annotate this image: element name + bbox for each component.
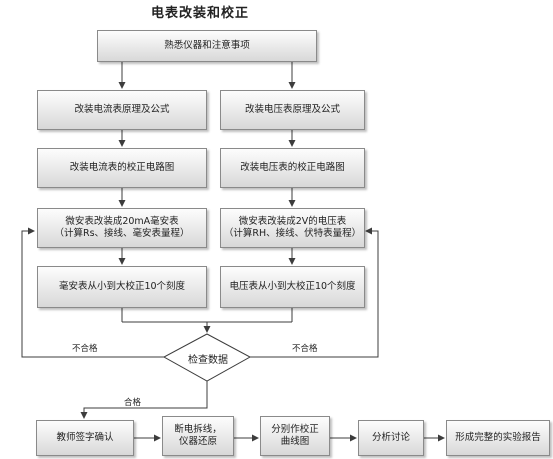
bottom-step-4: 分析讨论 [358, 420, 424, 456]
left-step-2: 改装电流表的校正电路图 [37, 148, 207, 188]
right-step-1: 改装电压表原理及公式 [220, 90, 365, 130]
pass-label: 合格 [124, 398, 142, 408]
right-step-2: 改装电压表的校正电路图 [220, 148, 365, 188]
right-step-4: 电压表从小到大校正10个刻度 [220, 266, 365, 308]
decision-label: 检查数据 [188, 355, 228, 366]
decision-diamond [162, 333, 252, 382]
fail-label-left: 不合格 [72, 344, 98, 354]
left-step-3: 微安表改装成20mA毫安表 （计算Rs、接线、毫安表量程） [37, 208, 207, 248]
bottom-step-1: 教师签字确认 [36, 420, 134, 456]
fail-loop-left [21, 227, 164, 358]
bottom-step-2: 断电拆线， 仪器还原 [162, 416, 234, 456]
bottom-step-3: 分别作校正 曲线图 [260, 416, 330, 456]
bottom-step-5: 形成完整的实验报告 [446, 420, 550, 456]
fail-loop-right [250, 227, 379, 358]
pass-arrow [80, 381, 208, 419]
left-step-1: 改装电流表原理及公式 [37, 90, 207, 130]
right-step-3: 微安表改装成2V的电压表 （计算RH、接线、伏特表量程） [220, 208, 365, 248]
top-box: 熟悉仪器和注意事项 [97, 30, 317, 62]
left-step-4: 毫安表从小到大校正10个刻度 [37, 266, 207, 308]
fail-label-right: 不合格 [292, 344, 318, 354]
chart-title: 电表改装和校正 [150, 6, 249, 21]
